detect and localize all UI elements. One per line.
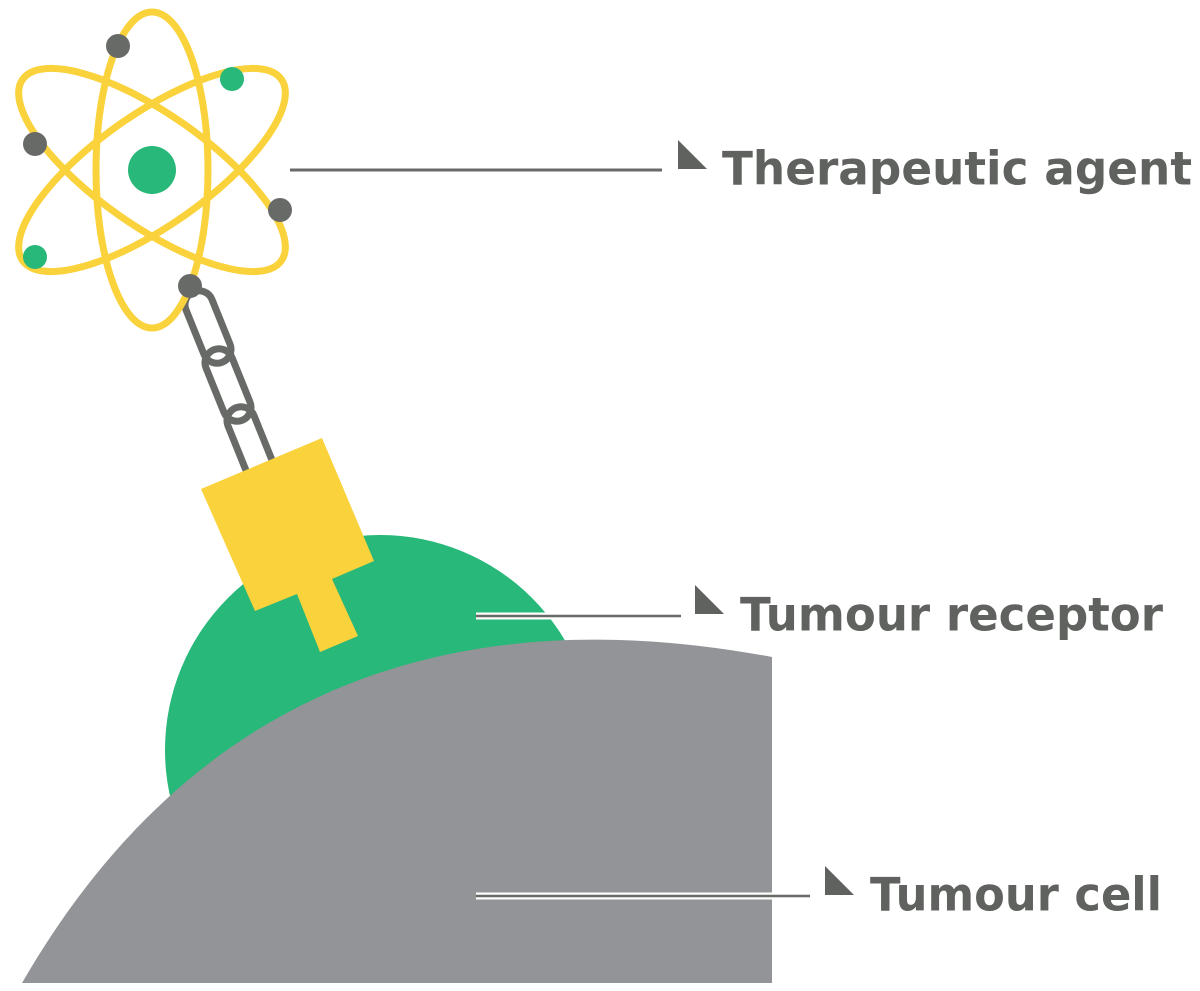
electron [106,34,130,58]
label-tumour-cell: Tumour cell [476,866,1162,922]
electron [268,198,292,222]
label-tumour-receptor: Tumour receptor [476,585,1163,642]
triangle-pointer-icon [825,866,854,895]
triangle-pointer-icon [695,585,724,614]
electron [23,245,47,269]
atom-orbit [92,8,212,332]
atom-icon [15,8,292,332]
atom-orbit [15,64,289,276]
triangle-pointer-icon [678,140,707,169]
targeting-ligand-shape [201,438,374,652]
atom-nucleus [128,146,176,194]
tumour-cell-shape [22,639,772,983]
atom-orbit [15,64,289,276]
label-therapeutic-agent: Therapeutic agent [290,140,1192,196]
label-text: Therapeutic agent [722,142,1192,196]
label-text: Tumour cell [870,868,1162,922]
electron [178,274,202,298]
chain-link-icon [181,287,277,483]
electron [23,132,47,156]
electron [220,67,244,91]
label-text: Tumour receptor [740,588,1163,642]
chain-link [201,345,255,425]
